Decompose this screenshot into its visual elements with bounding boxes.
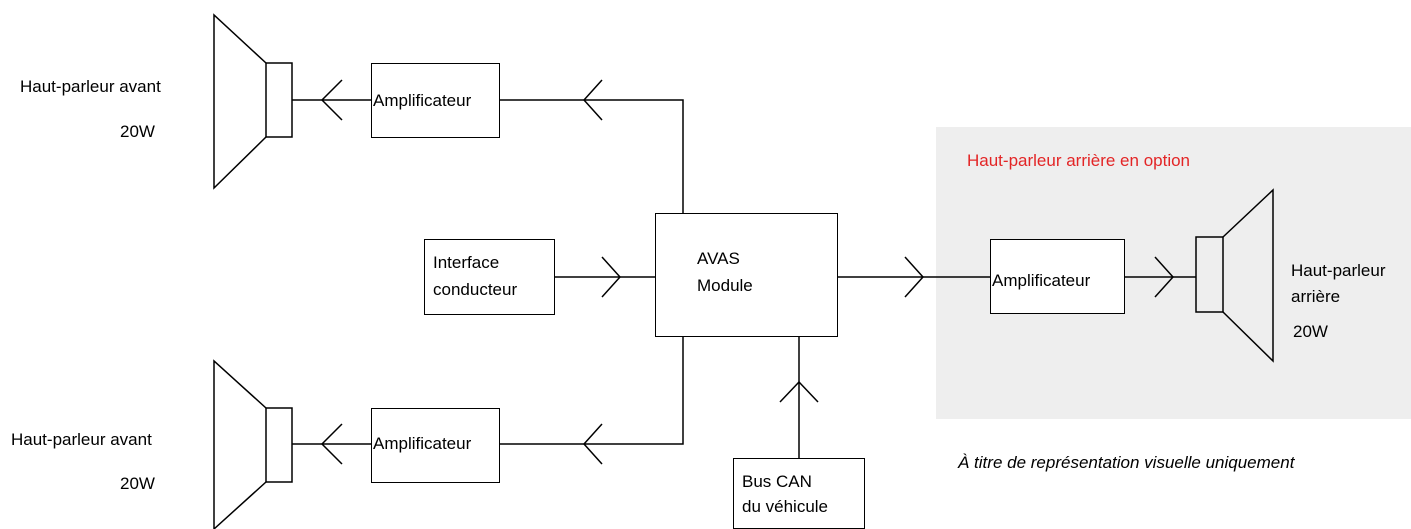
amplifier-top-label: Amplificateur <box>373 91 472 110</box>
wire-can-to-avas <box>779 337 819 458</box>
disclaimer-text: À titre de représentation visuelle uniqu… <box>958 453 1295 472</box>
can-bus-line2: du véhicule <box>742 497 829 516</box>
front-speaker-top-power: 20W <box>120 122 155 141</box>
driver-interface-box: Interface conducteur <box>424 239 555 315</box>
driver-interface-line2: conducteur <box>433 280 518 299</box>
front-speaker-bottom-power: 20W <box>120 474 155 493</box>
amplifier-rear: Amplificateur <box>990 239 1125 314</box>
avas-module-line2: Module <box>697 276 753 295</box>
wire-avas-to-rear-amp <box>838 256 990 298</box>
can-bus-line1: Bus CAN <box>742 472 812 491</box>
amplifier-top: Amplificateur <box>371 63 500 138</box>
amplifier-rear-label: Amplificateur <box>992 271 1091 290</box>
avas-module-line1: AVAS <box>697 249 740 268</box>
front-speaker-bottom-icon <box>213 359 293 529</box>
amplifier-bottom: Amplificateur <box>371 408 500 483</box>
wire-avas-to-top-amp <box>292 79 684 213</box>
can-bus-box: Bus CAN du véhicule <box>733 458 865 529</box>
front-speaker-top-icon <box>213 13 293 190</box>
avas-module-box: AVAS Module <box>655 213 838 337</box>
driver-interface-line1: Interface <box>433 253 500 272</box>
front-speaker-bottom-label: Haut-parleur avant <box>11 430 152 449</box>
front-speaker-top-label: Haut-parleur avant <box>20 77 161 96</box>
rear-speaker-label-line1: Haut-parleur <box>1291 261 1386 280</box>
rear-speaker-label-line2: arrière <box>1291 287 1341 306</box>
rear-speaker-power: 20W <box>1293 322 1328 341</box>
wire-avas-to-bottom-amp <box>292 337 684 465</box>
rear-option-title: Haut-parleur arrière en option <box>967 151 1191 170</box>
wire-interface-to-avas <box>555 256 655 298</box>
rear-speaker-icon <box>1195 188 1274 363</box>
amplifier-bottom-label: Amplificateur <box>373 434 472 453</box>
wire-rear-amp-to-speaker <box>1125 256 1196 298</box>
